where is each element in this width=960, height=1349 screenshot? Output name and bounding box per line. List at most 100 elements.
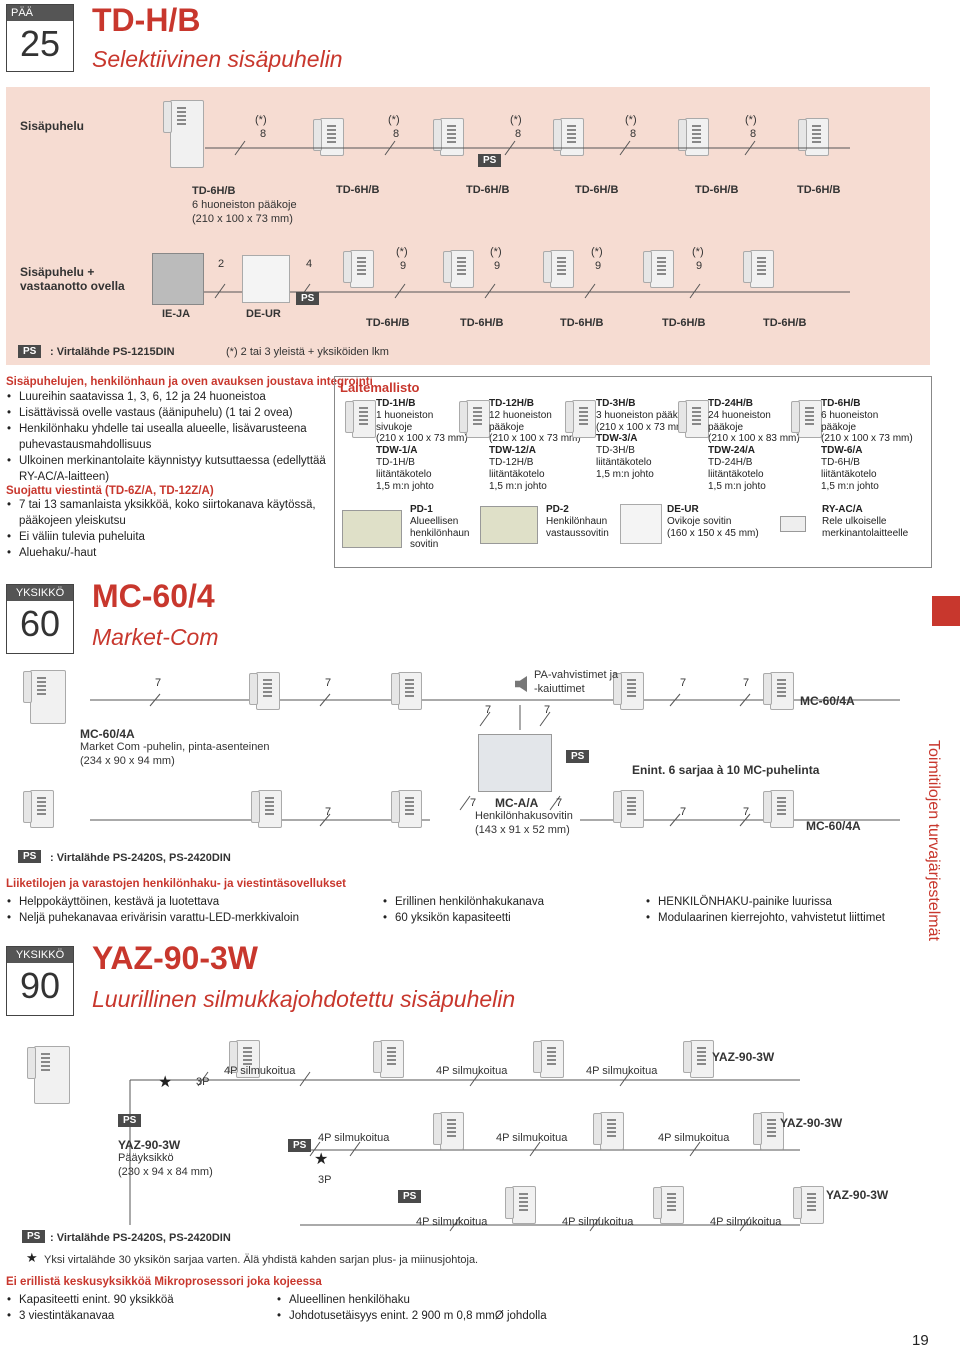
yaz-subtitle: Luurillinen silmukkajohdotettu sisäpuhel… bbox=[92, 986, 516, 1012]
phone-icon bbox=[433, 1112, 464, 1150]
feature-item: Erillinen henkilönhakukanava bbox=[383, 894, 544, 910]
count-value: 7 bbox=[544, 704, 551, 716]
mc-features-list-1: Helppokäyttöinen, kestävä ja luotettava … bbox=[6, 894, 299, 926]
count-value: 7 bbox=[485, 704, 492, 716]
unit-label: TD-6H/B bbox=[797, 184, 841, 196]
yaz-main-title: YAZ-90-3W bbox=[118, 1138, 181, 1152]
row2-label-1: Sisäpuhelu + bbox=[20, 265, 95, 279]
mca-desc-2: (143 x 91 x 52 mm) bbox=[475, 824, 570, 836]
door-station-icon bbox=[152, 253, 204, 305]
features-block: Sisäpuhelujen, henkilönhaun ja oven avau… bbox=[6, 376, 373, 561]
intercom-icon bbox=[791, 400, 822, 438]
unit-label: TD-6H/B bbox=[763, 317, 807, 329]
intercom-icon bbox=[678, 400, 709, 438]
unit-label: TD-6H/B bbox=[695, 184, 739, 196]
mc-features-list-2: Erillinen henkilönhakukanava 60 yksikön … bbox=[382, 894, 544, 926]
unit-label: TD-6H/B bbox=[662, 317, 706, 329]
count-value: 7 bbox=[155, 677, 162, 689]
mc-features-heading: Liiketilojen ja varastojen henkilönhaku-… bbox=[6, 878, 347, 890]
section-number: 25 bbox=[19, 23, 61, 64]
feature-item: HENKILÖNHAKU-painike luurissa bbox=[646, 894, 885, 910]
unit-label: TD-6H/B bbox=[336, 184, 380, 196]
unit-count: 60 bbox=[19, 603, 61, 644]
feature-item: Aluehaku/-haut bbox=[7, 545, 326, 561]
feature-item: Alueellinen henkilöhaku bbox=[277, 1292, 547, 1308]
count-value: 8 bbox=[393, 128, 400, 140]
count-value: 9 bbox=[400, 260, 407, 272]
count-value: 2 bbox=[218, 258, 225, 270]
count-value: 8 bbox=[260, 128, 267, 140]
yaz-title: YAZ-90-3W bbox=[92, 940, 258, 976]
count-footnote: (*) 2 tai 3 yleistä + yksiköiden lkm bbox=[226, 346, 389, 358]
count-value: 7 bbox=[470, 797, 477, 809]
unit-label: TD-6H/B bbox=[560, 317, 604, 329]
mc-unit-desc-1: Market Com -puhelin, pinta-asenteinen bbox=[80, 741, 270, 753]
adapter-pd1-icon bbox=[342, 510, 402, 548]
count-value: 7 bbox=[325, 806, 332, 818]
mca-title: MC-A/A bbox=[495, 796, 539, 810]
phone-icon bbox=[373, 1040, 404, 1078]
phone-icon bbox=[27, 1046, 70, 1104]
phone-icon bbox=[613, 790, 644, 828]
wire-4p: 4P silmukoitua bbox=[562, 1216, 634, 1228]
wire-3p: 3P bbox=[196, 1076, 210, 1088]
phone-icon bbox=[683, 1040, 714, 1078]
mc-title: MC-60/4 bbox=[92, 578, 215, 614]
feature-item: Luureihin saatavissa 1, 3, 6, 12 ja 24 h… bbox=[7, 389, 326, 405]
section-sidebar bbox=[932, 596, 960, 626]
sidebar-title: Toimitilojen turvajärjestelmät bbox=[925, 740, 942, 941]
count-value: 7 bbox=[743, 677, 750, 689]
count-value: 9 bbox=[595, 260, 602, 272]
relay-icon bbox=[780, 516, 806, 532]
intercom-icon bbox=[643, 250, 674, 288]
phone-icon bbox=[391, 790, 422, 828]
count-value: 7 bbox=[325, 677, 332, 689]
phone-icon bbox=[229, 1040, 260, 1078]
count-star: (*) bbox=[490, 246, 502, 258]
power-supply-tag: PS bbox=[566, 750, 590, 763]
adapter-pd2-icon bbox=[480, 506, 538, 544]
mc-subtitle: Market-Com bbox=[92, 624, 219, 650]
power-supply-tag: PS bbox=[22, 1230, 46, 1243]
star-icon: ★ bbox=[158, 1074, 173, 1091]
power-supply-note: : Virtalähde PS-2420S, PS-2420DIN bbox=[50, 852, 231, 864]
yaz-note: Yksi virtalähde 30 yksikön sarjaa varten… bbox=[44, 1254, 479, 1266]
page-subtitle: Selektiivinen sisäpuhelin bbox=[92, 46, 343, 72]
count-value: 7 bbox=[680, 806, 687, 818]
intercom-icon bbox=[459, 400, 490, 438]
power-supply-tag: PS bbox=[118, 1114, 142, 1127]
section-number-box: PÄÄ 25 bbox=[6, 4, 74, 72]
feature-item: Neljä puhekanavaa erivärisin varattu-LED… bbox=[7, 910, 299, 926]
capacity-note: Enint. 6 sarjaa à 10 MC-puhelinta bbox=[632, 763, 820, 777]
phone-icon bbox=[251, 790, 282, 828]
mc-unit-label: MC-60/4A bbox=[806, 819, 861, 833]
power-supply-tag: PS bbox=[18, 345, 42, 358]
feature-item: Kapasiteetti enint. 90 yksikköä bbox=[7, 1292, 174, 1308]
wire-4p: 4P silmukoitua bbox=[710, 1216, 782, 1228]
count-value: 4 bbox=[306, 258, 313, 270]
mca-desc-1: Henkilönhakusovitin bbox=[475, 810, 573, 822]
door-station-label: IE-JA bbox=[162, 308, 191, 320]
count-star: (*) bbox=[745, 114, 757, 126]
power-supply-tag: PS bbox=[398, 1190, 422, 1203]
count-star: (*) bbox=[388, 114, 400, 126]
product-range-box bbox=[334, 376, 932, 568]
yaz-unit-label: YAZ-90-3W bbox=[712, 1050, 775, 1064]
phone-icon bbox=[763, 672, 794, 710]
row2-label-2: vastaanotto ovella bbox=[20, 279, 125, 293]
yaz-unit-label: YAZ-90-3W bbox=[826, 1188, 889, 1202]
unit-label: TD-6H/B bbox=[460, 317, 504, 329]
count-value: 7 bbox=[743, 806, 750, 818]
row1-label: Sisäpuhelu bbox=[20, 119, 85, 133]
feature-item: 7 tai 13 samanlaista yksikköä, koko siir… bbox=[7, 497, 326, 529]
phone-icon bbox=[753, 1112, 784, 1150]
yaz-main-desc-2: (230 x 94 x 84 mm) bbox=[118, 1166, 213, 1178]
feature-item: Ei väliin tulevia puheluita bbox=[7, 529, 326, 545]
wire-4p: 4P silmukoitua bbox=[224, 1065, 296, 1077]
